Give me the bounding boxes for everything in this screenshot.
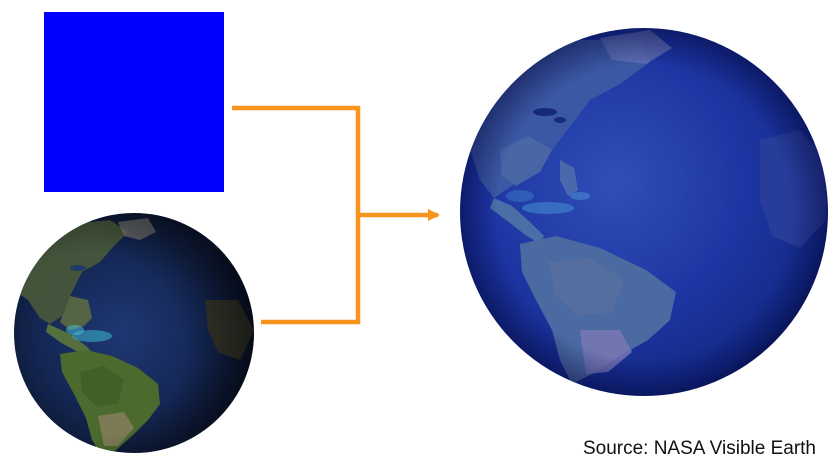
blend-connector [232, 105, 440, 325]
earth-input-image [14, 213, 254, 453]
source-caption: Source: NASA Visible Earth [582, 438, 816, 459]
earth-output-image [460, 28, 828, 396]
connector-from-earth [261, 215, 361, 325]
blue-color-swatch [44, 12, 224, 192]
connector-from-swatch [232, 105, 361, 215]
